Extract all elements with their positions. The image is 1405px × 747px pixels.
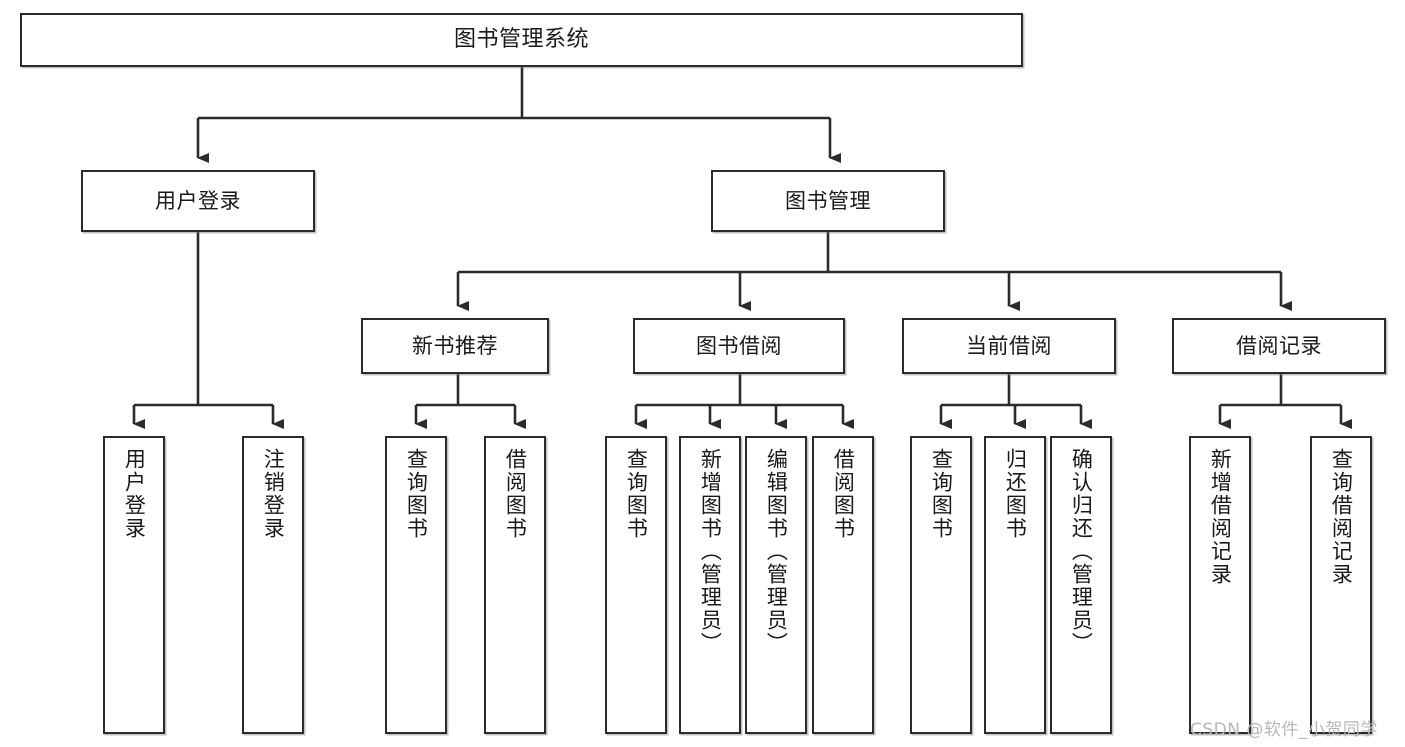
node-book-manage-label: 图书管理 xyxy=(785,188,871,213)
node-leaf-user-login-label: 用户登录 xyxy=(122,448,147,540)
node-leaf-query-book-rec[interactable]: 查询图书 xyxy=(385,436,447,734)
node-root[interactable]: 图书管理系统 xyxy=(20,13,1023,67)
node-leaf-add-book-label: 新增图书（管理员） xyxy=(698,448,723,655)
node-current-borrow[interactable]: 当前借阅 xyxy=(902,318,1116,374)
watermark-text: CSDN @软件_小贺同学 xyxy=(1190,720,1378,740)
node-borrow-record-label: 借阅记录 xyxy=(1236,333,1322,358)
node-leaf-query-book-borrow-label: 查询图书 xyxy=(624,448,649,540)
node-leaf-user-logout[interactable]: 注销登录 xyxy=(242,436,304,734)
node-leaf-add-record[interactable]: 新增借阅记录 xyxy=(1189,436,1251,734)
node-leaf-borrow-book[interactable]: 借阅图书 xyxy=(812,436,874,734)
node-book-borrow-label: 图书借阅 xyxy=(696,333,782,358)
node-new-book-recommend[interactable]: 新书推荐 xyxy=(361,318,549,374)
node-leaf-add-record-label: 新增借阅记录 xyxy=(1208,448,1233,586)
node-leaf-query-record-label: 查询借阅记录 xyxy=(1329,448,1354,586)
node-current-borrow-label: 当前借阅 xyxy=(966,333,1052,358)
node-leaf-borrow-book-rec[interactable]: 借阅图书 xyxy=(484,436,546,734)
node-leaf-query-book-rec-label: 查询图书 xyxy=(404,448,429,540)
node-leaf-query-book-borrow[interactable]: 查询图书 xyxy=(605,436,667,734)
node-leaf-return-book-label: 归还图书 xyxy=(1003,448,1028,540)
node-leaf-confirm-return-label: 确认归还（管理员） xyxy=(1069,448,1094,655)
node-leaf-edit-book-label: 编辑图书（管理员） xyxy=(764,448,789,655)
node-leaf-confirm-return[interactable]: 确认归还（管理员） xyxy=(1050,436,1112,734)
node-leaf-add-book[interactable]: 新增图书（管理员） xyxy=(679,436,741,734)
node-borrow-record[interactable]: 借阅记录 xyxy=(1172,318,1386,374)
node-user-login-label: 用户登录 xyxy=(155,188,241,213)
node-leaf-borrow-book-label: 借阅图书 xyxy=(831,448,856,540)
node-leaf-user-login[interactable]: 用户登录 xyxy=(103,436,165,734)
node-leaf-user-logout-label: 注销登录 xyxy=(261,448,286,540)
node-leaf-query-book-cur-label: 查询图书 xyxy=(929,448,954,540)
node-leaf-return-book[interactable]: 归还图书 xyxy=(984,436,1046,734)
node-new-book-recommend-label: 新书推荐 xyxy=(412,333,498,358)
node-leaf-query-record[interactable]: 查询借阅记录 xyxy=(1310,436,1372,734)
node-leaf-borrow-book-rec-label: 借阅图书 xyxy=(503,448,528,540)
node-root-label: 图书管理系统 xyxy=(453,27,589,53)
node-user-login[interactable]: 用户登录 xyxy=(81,170,315,232)
node-book-borrow[interactable]: 图书借阅 xyxy=(633,318,845,374)
node-book-manage[interactable]: 图书管理 xyxy=(711,170,945,232)
node-leaf-edit-book[interactable]: 编辑图书（管理员） xyxy=(745,436,807,734)
node-leaf-query-book-cur[interactable]: 查询图书 xyxy=(910,436,972,734)
